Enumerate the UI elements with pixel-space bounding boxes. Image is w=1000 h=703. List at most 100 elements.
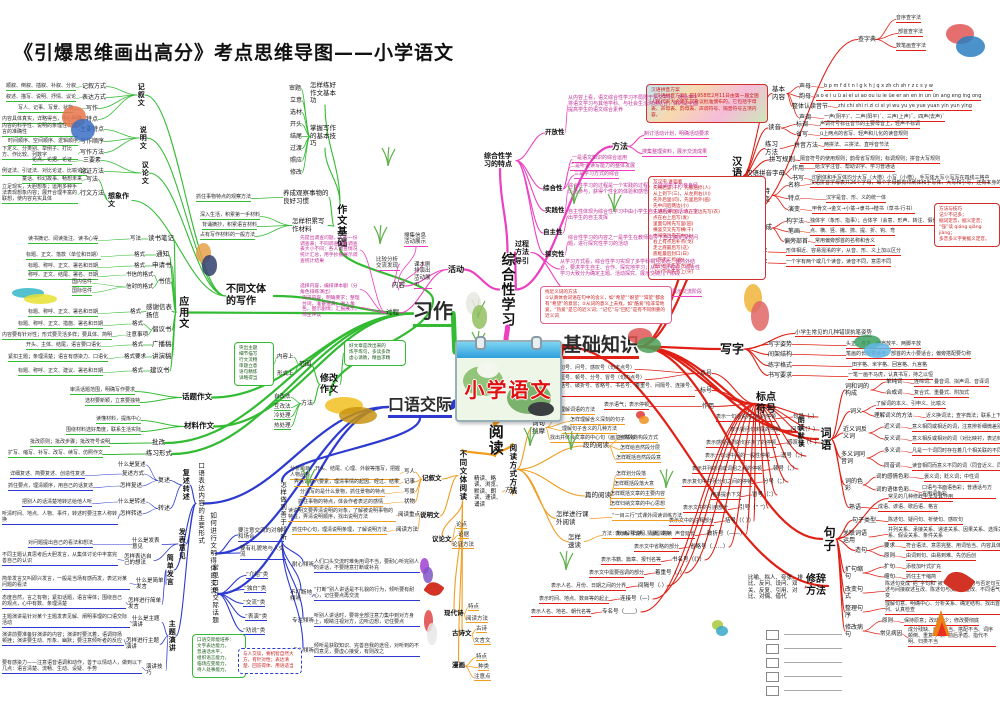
node-r141: 扩句缩句: [845, 566, 864, 581]
node-r138: 符合语法、意思完整、用词恰当、内容具体: [906, 543, 1000, 551]
node-p16g: 表示人名、地名、朝代名等: [531, 609, 592, 617]
clipart-icon: [420, 558, 433, 584]
node-g50: 格式: [134, 252, 146, 258]
branch-line: [463, 607, 469, 615]
node-b17: 怎样表达自己的想法: [124, 554, 152, 567]
branch-line: [153, 281, 159, 288]
branch-line: [386, 529, 397, 532]
grass-icon: [558, 550, 574, 574]
branch-line: [866, 550, 885, 557]
node-g10: 照应: [290, 157, 303, 164]
node-g88: 突出主题 细节描写 行文流畅 审题立意 语句精炼 详略得当: [234, 342, 274, 386]
node-g98: 扩写、缩写、补写、改写、续写、仿照作文: [8, 450, 104, 458]
node-o50: 方法：默读、扫读、猜读、跳读: [602, 531, 673, 539]
node-g57: 称呼、正文、结尾、署名、日期: [28, 272, 99, 280]
branch-line: [694, 533, 708, 536]
node-o36: 理解句子含义的几种方法: [562, 426, 618, 434]
branch-line: [516, 445, 584, 471]
node-p3: 感叹号（！）: [787, 440, 821, 446]
node-b26: 主题演讲是针对某个主题发表见解、阐明事理的口语交际活动: [2, 614, 130, 628]
node-b19: 简单发言: [166, 554, 175, 586]
node-o34: 理解词语的方法: [560, 407, 596, 415]
node-r69: 作用: [702, 403, 715, 410]
branch-line: [545, 427, 551, 440]
node-r17: 拼音方法: [794, 142, 819, 149]
node-p15g: 表示时间、地点、数目等的起止: [539, 596, 610, 604]
node-g27: 内容具体真实，详略得当，中心明确: [2, 116, 83, 124]
branch-line: [830, 432, 844, 440]
branch-line: [399, 471, 405, 474]
node-r18: 两拼法、三拼法、直呼音节法: [824, 142, 890, 150]
node-g30: 内容的科学性、说明的条理性、语言的准确性: [2, 123, 78, 137]
node-g32: 时间顺序、空间顺序、逻辑顺序: [8, 138, 79, 146]
branch-line: [398, 246, 417, 283]
node-g96: 批改原则；批改步骤；批改符号说明: [30, 439, 111, 447]
branch-line: [84, 473, 123, 476]
node-r139: 原则: [884, 553, 896, 559]
branch-line: [810, 117, 825, 119]
node-r119: 多义词同音词: [841, 451, 866, 466]
branch-line: [301, 136, 311, 173]
node-b43: 不打断地倾听: [290, 590, 313, 603]
node-m9: 综合性学习的过程是一个实践的过程，它强调学生的亲身经历与参与，获得个性化的体验和…: [568, 183, 699, 195]
branch-line: [102, 323, 133, 326]
branch-line: [866, 457, 885, 467]
branch-line: [625, 585, 639, 588]
node-r7: 整体认读音节: [792, 103, 829, 110]
node-p10: 破折号（——）: [707, 531, 746, 537]
node-r51: 写汉字 讲笔顺 先横后竖(十)，先撇后捺(人) 从上到下(三)，从左到右(川) …: [648, 176, 766, 280]
node-r150: 修改病句: [845, 624, 864, 639]
node-p2g: 表示疑问句末尾的停顿: [730, 427, 781, 435]
branch-line: [908, 476, 925, 479]
branch-line: [767, 251, 787, 253]
node-g17: 占有写作材料的一般方法: [200, 232, 256, 240]
branch-line: [359, 307, 387, 314]
node-r128: 口语与书面语色彩；普通话与方言用词色彩: [922, 485, 996, 499]
node-o10: 抓住事物的特点，体会作者表达的感情: [298, 499, 384, 507]
branch-line: [807, 134, 821, 136]
node-r38: 点、横、竖、撇、捺、提、折、钩、弯: [810, 228, 896, 236]
node-r61: 书写要求: [768, 372, 793, 379]
calendar-ring-icon: [531, 336, 542, 350]
node-r10: 一声(阴平)ˉ、二声(阳平)ˊ、三声(上声)ˇ、四声(去声)ˋ: [824, 114, 945, 122]
branch-line: [810, 86, 825, 88]
node-o21: 特点: [468, 604, 480, 612]
node-b28: 演讲前要准备好演讲的内容；演讲时要沉着，语调抑扬顿挫；演讲要生动、形象、幽默；要…: [2, 632, 124, 646]
branch-line: [395, 514, 399, 516]
node-o18: 论据: [458, 532, 470, 540]
grass-icon: [522, 426, 538, 450]
branch-line: [384, 491, 405, 494]
page-title: 《引爆思维画出高分》考点思维导图——小学语文: [14, 42, 455, 64]
node-m24: 选择内容，编排课本剧（分角色排练演出）: [300, 284, 358, 295]
branch-line: [501, 490, 506, 493]
node-g51: 标题、正文、落款（单位和日期）: [26, 252, 102, 260]
node-r32: 演变: [788, 206, 801, 213]
node-r11: 读音: [768, 123, 781, 131]
node-g11: 修改: [290, 169, 303, 176]
node-g60: 国际信件: [72, 288, 93, 296]
node-m15: 从学习方式看，综合性学习实现了多学科相互渗透、课内外结合，要求学生自主、合作、探…: [560, 259, 701, 277]
node-m11: 自主性体现为综合性学习中由小学生自主进行学习活动，突出学生的自主发挥: [568, 209, 699, 221]
node-r50: 汉语拼音方案 《汉语拼音方案》是1958年2月11日由第一届全国人民代表大会第五…: [646, 84, 768, 124]
branch-line: [900, 426, 913, 429]
node-p3g: 表示感情强烈的句子末了的停顿: [706, 440, 777, 448]
node-o20: 现代诗: [444, 609, 464, 617]
clipart-icon: [196, 243, 218, 277]
branch-line: [862, 591, 886, 594]
branch-line: [652, 403, 757, 600]
branch-line: [875, 39, 897, 48]
branch-line: [791, 375, 849, 377]
clipart-icon: [628, 328, 662, 354]
node-r67: 标号: [700, 387, 713, 394]
node-g33: 写作方法: [80, 149, 105, 156]
node-m22: 课本剧排演出活动展示: [414, 262, 432, 289]
node-r63: 标点符号: [756, 392, 776, 415]
branch-line: [254, 225, 293, 237]
node-o43: 怎样划分段落: [616, 471, 647, 479]
node-o46: 怎样归纳文章的中心思想: [610, 501, 666, 509]
node-r20: 隔音符号的使用规则；韵母省写规则；标调规则；拼音大写规则: [800, 156, 941, 164]
node-g19: 记叙文: [137, 83, 146, 107]
node-g52: 申请书: [152, 261, 172, 269]
node-o42: 篇的阅读: [585, 491, 611, 499]
branch-line: [493, 442, 514, 458]
